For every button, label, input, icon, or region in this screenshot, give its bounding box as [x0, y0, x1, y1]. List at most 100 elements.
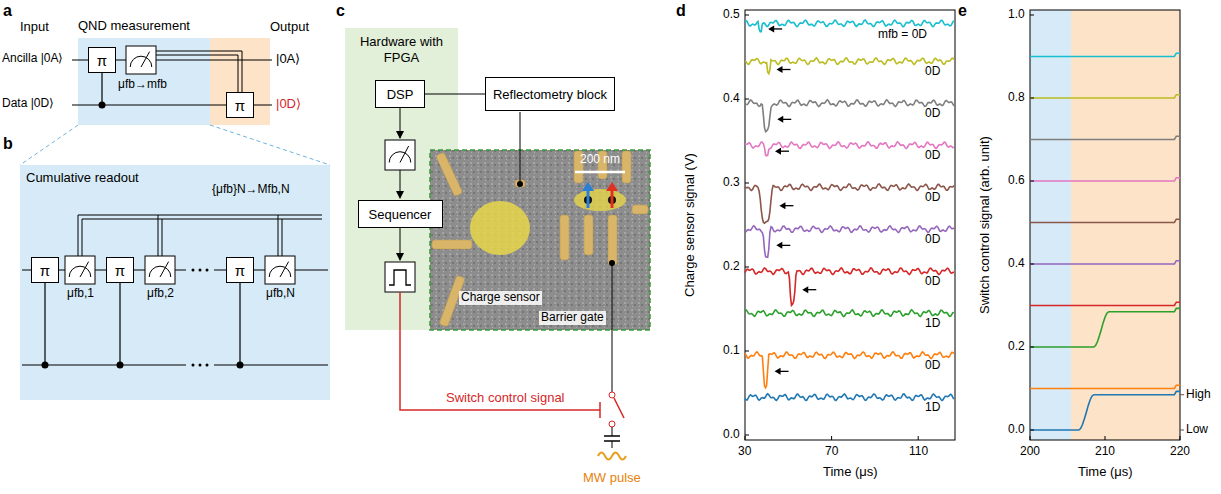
- tick: [1030, 430, 1034, 431]
- label: 0.2: [1008, 340, 1025, 354]
- classical-wire: [78, 215, 79, 256]
- control-line: [119, 283, 120, 365]
- drawing-part: [192, 269, 209, 367]
- label: 0.6: [1008, 174, 1025, 188]
- label: 70: [825, 445, 838, 459]
- event-arrowhead: [777, 66, 783, 73]
- label: 0.8: [1008, 91, 1025, 105]
- drawing-part: [612, 263, 613, 392]
- label: 0.1: [723, 344, 740, 358]
- drawing-part: [614, 398, 624, 418]
- meter-needle: [141, 52, 150, 67]
- control-dot: [42, 362, 49, 369]
- drawing-part: [598, 453, 626, 460]
- label: 0.3: [723, 176, 740, 190]
- region-heading: Cumulative readout: [26, 170, 139, 186]
- drawing-part: [745, 10, 955, 440]
- label: 110: [909, 445, 928, 459]
- drawing-part: [400, 108, 401, 138]
- panel-letter: c: [336, 2, 345, 20]
- tick: [745, 183, 749, 184]
- meter-box: [126, 46, 156, 74]
- event-arrowhead: [802, 286, 808, 293]
- tick: [745, 267, 749, 268]
- box-label: π: [97, 52, 107, 69]
- signal-trace: [745, 100, 954, 132]
- label: 220: [1170, 445, 1190, 459]
- control-line: [239, 283, 240, 365]
- label: 0D: [925, 233, 940, 247]
- drawing-part: [432, 240, 472, 249]
- drawing-part: [156, 51, 242, 92]
- drawing-part: [612, 427, 613, 436]
- control-dot: [237, 362, 244, 369]
- drawing-part: [400, 170, 401, 198]
- tick: [745, 15, 749, 16]
- drawing-part: [432, 151, 648, 327]
- switch-trace: [1030, 95, 1180, 98]
- pi-gate: π: [106, 257, 134, 283]
- label: Ancilla |0A⟩: [2, 52, 63, 66]
- label: 200: [1020, 445, 1040, 459]
- panel-letter: a: [3, 2, 12, 20]
- event-arrowhead: [768, 25, 774, 32]
- meter-box: [385, 140, 415, 170]
- box-label: Reflectometry block: [493, 87, 607, 102]
- label: High: [1186, 388, 1211, 402]
- meter-arc: [69, 266, 91, 277]
- drawing-part: [436, 152, 463, 197]
- label: 1.0: [1008, 8, 1025, 22]
- drawing-part: [609, 421, 615, 427]
- drawing-part: [20, 125, 78, 165]
- box-label: π: [235, 97, 245, 114]
- tick: [745, 435, 749, 436]
- ellipsis-dot: [199, 364, 202, 367]
- classical-wire: [158, 215, 159, 256]
- label: 0D: [925, 191, 940, 205]
- meter-symbol: [265, 256, 295, 284]
- meter-box: [65, 256, 95, 284]
- drawing-part: [400, 292, 600, 410]
- signal-trace: [745, 310, 954, 317]
- ellipsis-dot: [192, 364, 195, 367]
- meter-symbol: [145, 256, 175, 284]
- drawing-part: [574, 189, 626, 211]
- panel-letter: e: [958, 2, 967, 20]
- label: 0.5: [723, 8, 740, 22]
- meter-box: [145, 256, 175, 284]
- signal-trace: [745, 226, 954, 257]
- level-tick: [1180, 430, 1184, 431]
- meter-needle: [280, 262, 289, 277]
- switch-trace: [1030, 178, 1180, 181]
- drawing-part: [82, 219, 322, 220]
- classical-wire: [82, 219, 83, 256]
- drawing-part: [560, 215, 569, 260]
- label: 0.0: [723, 428, 740, 442]
- drawing-part: [515, 180, 525, 187]
- sequencer-box: Sequencer: [358, 200, 443, 228]
- switch-trace: [1030, 391, 1180, 430]
- drawing-part: [575, 171, 625, 174]
- label: Output: [270, 20, 309, 35]
- drawing-part: [470, 201, 530, 255]
- label: Time (μs): [823, 465, 878, 480]
- label: 0D: [925, 107, 940, 121]
- label: 0D: [925, 149, 940, 163]
- region-heading: QND measurement: [78, 18, 193, 34]
- pi-gate: π: [31, 257, 59, 283]
- reflectometry-box: Reflectometry block: [485, 77, 615, 111]
- tick: [1105, 436, 1106, 440]
- drawing-part: [611, 189, 614, 208]
- drawing-part: [520, 112, 521, 183]
- ellipsis-dot: [199, 269, 202, 272]
- switch-trace: [1030, 302, 1180, 305]
- label: mfb = 0D: [878, 28, 927, 42]
- signal-trace: [745, 142, 954, 156]
- label: |0D⟩: [276, 97, 301, 112]
- signal-trace: [745, 352, 954, 388]
- label: Barrier gate: [539, 311, 606, 325]
- label: 0D: [925, 359, 940, 373]
- meter-arc: [269, 266, 291, 277]
